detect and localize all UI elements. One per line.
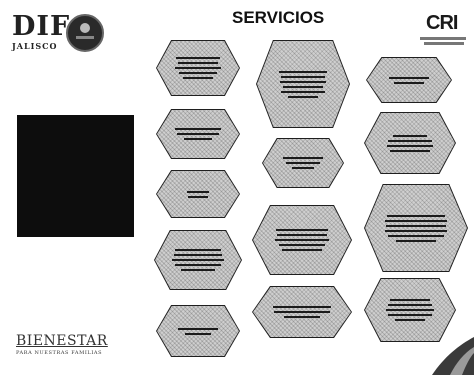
service-hexagon — [256, 40, 350, 128]
jalisco-seal-icon — [66, 14, 104, 52]
service-hexagon — [156, 109, 240, 159]
dif-logo-text: DIF — [12, 11, 71, 42]
page-title: SERVICIOS — [232, 8, 325, 27]
service-text-lines — [273, 306, 331, 318]
service-hexagon — [364, 184, 468, 272]
service-hexagon — [252, 205, 352, 275]
cri-logo-subtext-line — [424, 42, 464, 45]
bienestar-logo-subtext: PARA NUESTRAS FAMILIAS — [16, 350, 103, 356]
service-hexagon — [154, 230, 242, 290]
dif-logo-subtext: JALISCO — [12, 41, 58, 51]
cri-logo-subtext-line — [420, 37, 466, 40]
service-hexagon — [366, 57, 452, 103]
service-hexagon — [252, 286, 352, 338]
cri-logo-text: CRI — [426, 12, 458, 34]
service-hexagon — [156, 40, 240, 96]
service-text-lines — [187, 190, 209, 198]
service-text-lines — [275, 229, 329, 251]
service-hexagon — [364, 112, 456, 174]
corner-brush-decoration — [432, 337, 474, 375]
service-hexagon — [156, 170, 240, 218]
service-text-lines — [283, 157, 323, 169]
service-text-lines — [175, 57, 221, 79]
service-text-lines — [387, 134, 433, 152]
service-text-lines — [279, 70, 327, 98]
dif-jalisco-logo: DIF JALISCO — [12, 11, 71, 51]
service-text-lines — [172, 249, 224, 271]
bienestar-logo: BIENESTAR PARA NUESTRAS FAMILIAS — [16, 333, 108, 357]
bienestar-logo-text: BIENESTAR — [16, 333, 108, 349]
service-text-lines — [385, 214, 447, 242]
service-text-lines — [178, 327, 218, 335]
service-text-lines — [175, 128, 221, 140]
cri-logo: CRI — [420, 12, 466, 48]
service-text-lines — [386, 299, 434, 321]
service-hexagon — [156, 305, 240, 357]
service-hexagon — [262, 138, 344, 188]
service-text-lines — [389, 76, 429, 84]
photo-placeholder — [17, 115, 134, 237]
service-hexagon — [364, 278, 456, 342]
